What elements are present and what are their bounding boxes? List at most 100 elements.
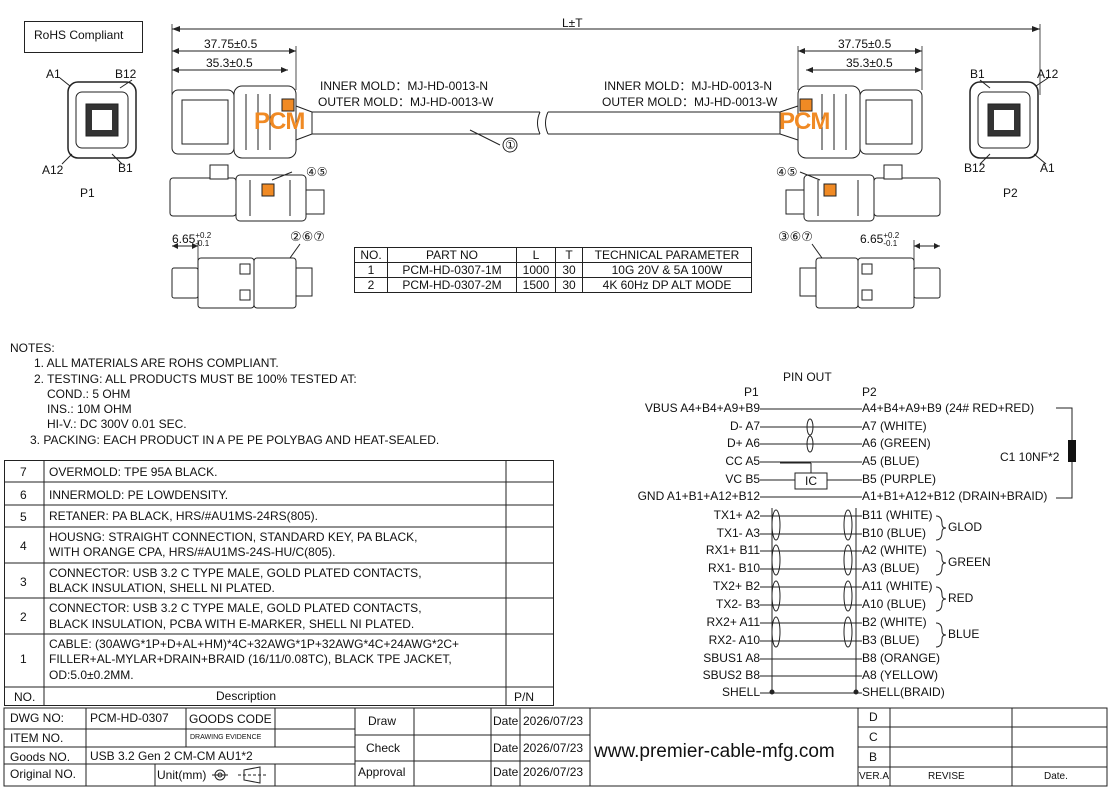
unit-label: Unit(mm) <box>157 768 207 782</box>
original-no-label: Original NO. <box>10 767 77 781</box>
p1-b12-label: B12 <box>115 67 137 81</box>
group-label-blue: BLUE <box>948 627 980 641</box>
pin-left-label: SBUS1 A8 <box>703 651 760 665</box>
rohs-label: RoHS Compliant <box>34 28 124 42</box>
pin-right-label: A2 (WHITE) <box>862 543 927 557</box>
right-small-connector <box>799 240 941 309</box>
left-small-connector <box>171 240 313 309</box>
bom-table <box>4 460 554 706</box>
goods-code-label: GOODS CODE <box>189 712 272 726</box>
bom-footer-no: NO. <box>14 690 36 704</box>
p1-a12-label: A12 <box>42 163 64 177</box>
pin-left-label: D- A7 <box>729 419 760 433</box>
bom-footer-pn: P/N <box>514 690 535 704</box>
left-small-dim: 6.65+0.2-0.1 <box>172 231 212 248</box>
note-line: 3. PACKING: EACH PRODUCT IN A PE PE POLY… <box>30 433 440 447</box>
pin-right-label: SHELL(BRAID) <box>862 685 945 699</box>
pin-right-label: A4+B4+A9+B9 (24# RED+RED) <box>862 401 1035 415</box>
ic-label: IC <box>805 474 817 488</box>
group-label-green: GREEN <box>948 555 991 569</box>
pin-left-label: VC B5 <box>725 472 760 486</box>
dwg-no-label: DWG NO: <box>10 711 64 725</box>
bom-no: 7 <box>20 465 27 479</box>
bom-desc: INNERMOLD: PE LOWDENSITY. <box>49 488 229 502</box>
pin-right-label: B11 (WHITE) <box>862 508 933 522</box>
left-overmold-dim: 37.75±0.5 <box>204 37 258 51</box>
pinout-title: PIN OUT <box>783 370 832 384</box>
item-no-label: ITEM NO. <box>10 731 64 745</box>
callout-45-left: ④⑤ <box>306 165 328 179</box>
left-outer-mold: OUTER MOLD：MJ-HD-0013-W <box>318 95 494 109</box>
rohs-badge <box>24 21 143 53</box>
revision-d: D <box>869 710 878 724</box>
pin-right-label: A3 (BLUE) <box>862 561 920 575</box>
pin-left-label: D+ A6 <box>726 436 760 450</box>
twisted-pair-oval <box>771 580 781 612</box>
right-connector-dim: 35.3±0.5 <box>846 56 893 70</box>
p2-end-face <box>969 77 1049 165</box>
left-inner-mold: INNER MOLD：MJ-HD-0013-N <box>320 79 489 93</box>
right-small-dim: 6.65+0.2-0.1 <box>860 231 900 248</box>
capacitor-label: C1 10NF*2 <box>1000 450 1060 464</box>
pin-right-label: A10 (BLUE) <box>862 597 927 611</box>
bom-no: 2 <box>20 610 27 624</box>
twisted-pair-oval <box>771 544 781 576</box>
pin-right-label: B2 (WHITE) <box>862 615 927 629</box>
pin-left-label: GND A1+B1+A12+B12 <box>637 489 760 503</box>
bom-desc: HOUSNG: STRAIGHT CONNECTION, STANDARD KE… <box>49 530 418 544</box>
bom-desc: WITH ORANGE CPA, HRS/#AU1MS-24S-HU/C(805… <box>49 545 336 559</box>
bom-no: 5 <box>20 510 27 524</box>
bom-desc: BLACK INSULATION, SHELL NI PLATED. <box>49 581 275 595</box>
p2-b1-label: B1 <box>970 67 985 81</box>
callout-1: ① <box>505 138 516 152</box>
bom-desc: OVERMOLD: TPE 95A BLACK. <box>49 465 218 479</box>
pin-right-label: A1+B1+A12+B12 (DRAIN+BRAID) <box>862 489 1048 503</box>
pin-right-label: B8 (ORANGE) <box>862 651 941 665</box>
bom-desc: CONNECTOR: USB 3.2 C TYPE MALE, GOLD PLA… <box>49 566 422 580</box>
note-line: HI-V.: DC 300V 0.01 SEC. <box>47 417 187 431</box>
left-connector-top <box>171 85 313 159</box>
twisted-pair-oval <box>843 580 853 612</box>
bom-no: 6 <box>20 488 27 502</box>
pin-left-label: SHELL <box>721 685 760 699</box>
bom-no: 1 <box>20 652 27 666</box>
bom-desc: RETANER: PA BLACK, HRS/#AU1MS-24RS(805). <box>49 509 318 523</box>
group-label-red: RED <box>948 591 974 605</box>
note-line: 2. TESTING: ALL PRODUCTS MUST BE 100% TE… <box>34 372 357 386</box>
pin-right-label: A8 (YELLOW) <box>862 668 939 682</box>
pin-right-label: A11 (WHITE) <box>862 579 933 593</box>
callout-367: ③⑥⑦ <box>778 229 813 244</box>
pinout-p1: P1 <box>744 385 759 399</box>
cable-drawing <box>59 24 1049 309</box>
approval-date: 2026/07/23 <box>523 765 584 779</box>
revision-b: B <box>869 750 878 764</box>
right-inner-mold: INNER MOLD：MJ-HD-0013-N <box>604 79 773 93</box>
company-website[interactable]: www.premier-cable-mfg.com <box>594 741 835 762</box>
p2-label: P2 <box>1003 186 1018 200</box>
left-connector-dim: 35.3±0.5 <box>206 56 253 70</box>
p2-a1-label: A1 <box>1040 161 1055 175</box>
pin-right-label: A5 (BLUE) <box>862 454 920 468</box>
pin-left-label: RX2- A10 <box>708 633 760 647</box>
pin-right-label: A7 (WHITE) <box>862 419 927 433</box>
dwg-no-value: PCM-HD-0307 <box>90 711 169 725</box>
bom-desc: FILLER+AL-MYLAR+DRAIN+BRAID (16/11/0.08T… <box>49 652 452 666</box>
bom-desc: CABLE: (30AWG*1P+D+AL+HM)*4C+32AWG*1P+32… <box>49 637 460 651</box>
draw-date: 2026/07/23 <box>523 714 584 728</box>
p2-a12-label: A12 <box>1037 67 1059 81</box>
pin-right-label: B3 (BLUE) <box>862 633 920 647</box>
revision-c: C <box>869 730 878 744</box>
left-exploded-view <box>169 164 325 222</box>
version-label: VER.A <box>859 771 890 782</box>
bom-no: 4 <box>20 539 27 553</box>
pin-left-label: VBUS A4+B4+A9+B9 <box>644 401 760 415</box>
twisted-pair-oval <box>771 509 781 541</box>
bom-desc: BLACK INSULATION, PCBA WITH E-MARKER, SH… <box>49 617 415 631</box>
drawing-evidence-label: DRAWING EVIDENCE <box>190 734 262 741</box>
pin-right-label: B5 (PURPLE) <box>862 472 937 486</box>
callout-45-right: ④⑤ <box>776 165 798 179</box>
note-line: COND.: 5 OHM <box>47 387 131 401</box>
approval-label: Approval <box>358 765 406 779</box>
date-column-label: Date. <box>1044 771 1068 782</box>
part-table-row: 2 PCM-HD-0307-2M 1500 30 4K 60Hz DP ALT … <box>354 277 752 293</box>
